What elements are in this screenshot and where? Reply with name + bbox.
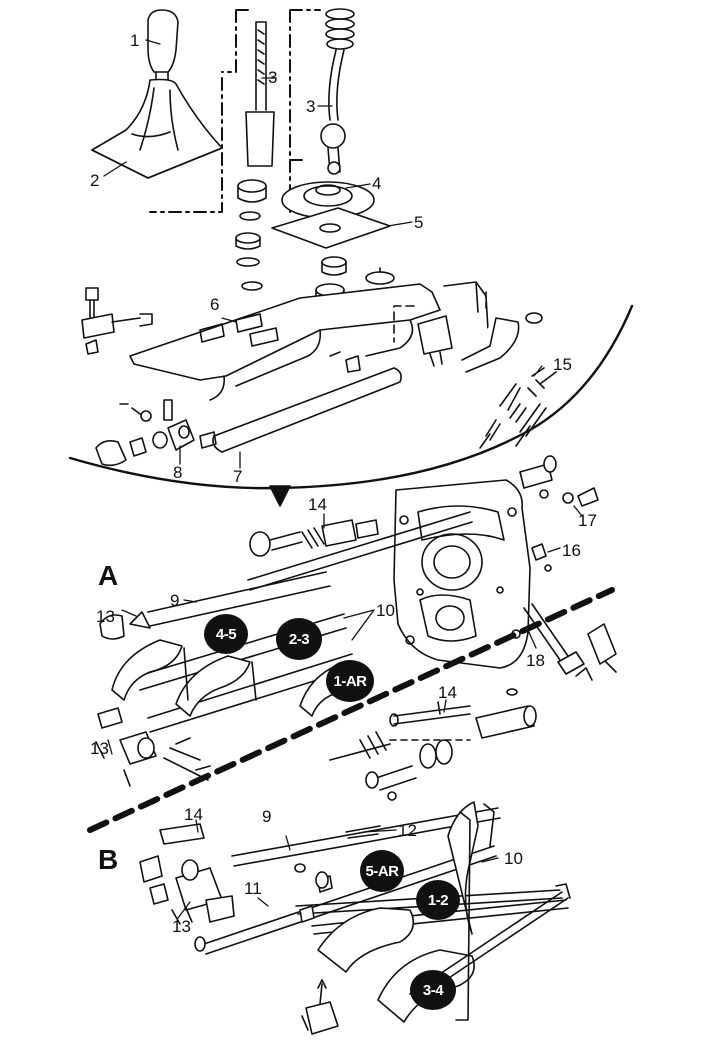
callout-13-b: 13 [172, 917, 191, 936]
callout-6: 6 [210, 295, 220, 314]
callout-13-a-top: 13 [96, 607, 115, 626]
interlock-bracket [301, 979, 339, 1035]
callout-7: 7 [233, 467, 243, 486]
callout-9-b: 9 [262, 807, 272, 826]
section-label-a: A [98, 560, 119, 591]
callout-18: 18 [526, 651, 545, 670]
spring-assembly-upper [249, 519, 379, 557]
callout-17: 17 [578, 511, 597, 530]
callout-13-a-bottom: 13 [90, 739, 109, 758]
gear-badge-5-ar: 5-AR [360, 850, 404, 892]
callout-16: 16 [562, 541, 581, 560]
gear-badge-3-4: 3-4 [410, 970, 456, 1010]
gearbox-housing [393, 479, 531, 669]
shift-rod-left [235, 21, 275, 291]
callout-1: 1 [130, 31, 140, 50]
reverse-light-bracket [393, 281, 543, 373]
section-label-b: B [98, 844, 119, 875]
callout-14-b: 14 [184, 805, 203, 824]
gear-badge-4-5: 4-5 [204, 614, 248, 654]
interlock-shaft [247, 511, 473, 591]
shift-lever-spring [320, 8, 355, 175]
bolt-bracket-left [81, 287, 153, 355]
selector-cover [129, 283, 441, 401]
detent-plungers [479, 367, 557, 449]
shift-shaft-lower [523, 603, 617, 681]
callout-12: 12 [398, 821, 417, 840]
lever-pivot-parts [95, 399, 217, 467]
section-a-selector-parts [95, 707, 211, 787]
section-b-selector-parts [139, 823, 381, 952]
gear-badge-2-3: 2-3 [276, 618, 322, 660]
callout-14-mid: 14 [438, 683, 457, 702]
callout-10-b: 10 [504, 849, 523, 868]
callout-11: 11 [244, 879, 262, 898]
section-separator-arc [68, 304, 634, 490]
callout-10-a: 10 [376, 601, 395, 620]
gear-badge-1-ar: 1-AR [326, 660, 374, 702]
rod-end [555, 883, 571, 899]
callout-4: 4 [372, 174, 382, 193]
callout-14-top: 14 [308, 495, 327, 514]
separator-pointer [269, 485, 291, 507]
gaiter-plate [281, 181, 375, 219]
callout-2: 2 [90, 171, 100, 190]
shift-knob [147, 9, 179, 81]
gasket-plate [271, 207, 391, 249]
drain-plug [531, 543, 552, 572]
reverse-switch [519, 455, 599, 507]
callout-5: 5 [414, 213, 424, 232]
leader-lines [103, 39, 583, 919]
section-divider [87, 587, 615, 833]
callout-3-left: 3 [268, 68, 278, 87]
spring-assembly-mid [329, 688, 537, 769]
callout-8: 8 [173, 463, 183, 482]
callout-9-a: 9 [170, 591, 180, 610]
callout-3-right: 3 [306, 97, 316, 116]
selector-shaft [212, 351, 402, 453]
callout-15: 15 [553, 355, 572, 374]
gear-badge-1-2: 1-2 [416, 880, 460, 920]
gear-lever-boot [91, 78, 223, 179]
